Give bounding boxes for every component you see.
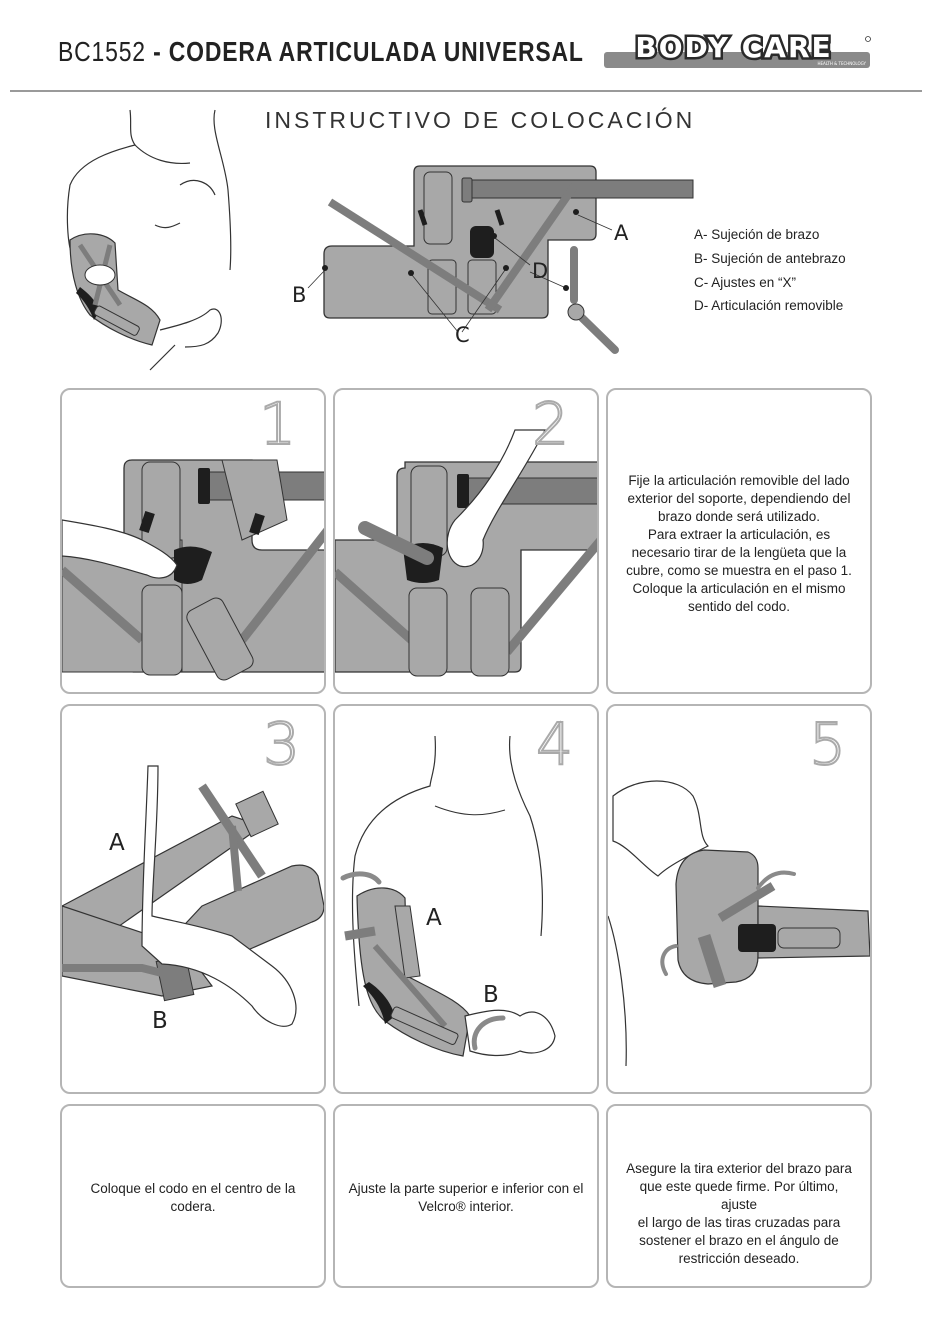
- step-4-instructions: Ajuste la parte superior e inferior con …: [347, 1180, 585, 1216]
- joint-text-line: cubre, como se muestra en el paso 1.: [626, 563, 852, 578]
- joint-text-line: sentido del codo.: [687, 599, 791, 614]
- page-subtitle: INSTRUCTIVO DE COLOCACIÓN: [265, 107, 696, 133]
- step-3-label-b: B: [152, 1008, 168, 1034]
- step-5-text-line: el largo de las tiras cruzadas para: [637, 1215, 841, 1230]
- registered-mark-icon: [865, 36, 871, 42]
- step-5-text-line: restricción deseado.: [678, 1251, 800, 1266]
- step-3-illustration: [62, 765, 324, 1027]
- legend-item-d: D- Articulación removible: [694, 298, 844, 313]
- arrow-lower-icon: [471, 1015, 506, 1051]
- step-4-text-line: Velcro® interior.: [418, 1199, 514, 1214]
- arm-with-brace-illustration: [66, 109, 232, 371]
- header-divider: [10, 90, 922, 92]
- step-number-2: 2: [531, 390, 570, 459]
- joint-text-line: necesario tirar de la lengüeta que la: [631, 545, 847, 560]
- joint-text-line: Fije la articulación removible del lado: [628, 473, 850, 488]
- diagram-label-c: C: [455, 323, 470, 347]
- step-5-text-line: Asegure la tira exterior del brazo para: [626, 1161, 852, 1176]
- legend-item-b: B- Sujeción de antebrazo: [694, 251, 846, 266]
- step-5-text-panel: Asegure la tira exterior del brazo para …: [606, 1104, 872, 1288]
- brand-name: BODY CARE: [635, 32, 832, 64]
- joint-text-line: brazo donde será utilizado.: [657, 509, 821, 524]
- step-5-text-line: sostener el brazo en el ángulo de: [639, 1233, 839, 1248]
- product-name: CODERA ARTICULADA UNIVERSAL: [168, 36, 584, 67]
- step-number-1: 1: [258, 390, 297, 459]
- legend-item-a: A- Sujeción de brazo: [694, 227, 820, 242]
- product-code: BC1552: [58, 36, 146, 67]
- step-5-panel: 5: [606, 704, 872, 1094]
- step-2-illustration: [335, 429, 597, 677]
- step-number-3: 3: [262, 709, 301, 779]
- joint-text-line: Para extraer la articulación, es: [647, 527, 831, 542]
- step-4-label-b: B: [483, 982, 499, 1008]
- joint-instructions-text: Fije la articulación removible del lado …: [620, 472, 858, 616]
- step-4-illustration: [340, 735, 556, 1057]
- step-3-text-line: Coloque el codo en el centro de la: [90, 1181, 296, 1196]
- step-3-panel: 3 A B: [60, 704, 326, 1094]
- step-number-4: 4: [535, 709, 574, 779]
- arrow-wrap-icon: [660, 944, 678, 976]
- step-5-instructions: Asegure la tira exterior del brazo para …: [620, 1160, 858, 1268]
- step-5-illustration: [608, 780, 870, 1067]
- arrow-upper-icon: [340, 871, 382, 885]
- joint-text-line: Coloque la articulación en el mismo: [632, 581, 846, 596]
- joint-text-line: exterior del soporte, dependiendo del: [627, 491, 851, 506]
- title-dash: -: [145, 36, 169, 67]
- step-4-text-line: Ajuste la parte superior e inferior con …: [348, 1181, 584, 1196]
- diagram-label-a: A: [614, 221, 629, 245]
- elbow-brace-shape: [69, 233, 161, 346]
- step-1-illustration: [62, 459, 324, 681]
- joint-hinge: [470, 226, 494, 258]
- brace-parts-diagram: [307, 165, 694, 354]
- diagram-label-d: D: [532, 259, 549, 283]
- step-3-text-panel: Coloque el codo en el centro de la coder…: [60, 1104, 326, 1288]
- arrow-tighten-icon: [756, 870, 796, 890]
- step-4-panel: 4 A B: [333, 704, 599, 1094]
- step-4-text-panel: Ajuste la parte superior e inferior con …: [333, 1104, 599, 1288]
- step-3-label-a: A: [109, 830, 125, 856]
- step-number-5: 5: [808, 709, 847, 779]
- joint-instructions-panel: Fije la articulación removible del lado …: [606, 388, 872, 694]
- step-2-panel: 2: [333, 388, 599, 694]
- document-title: BC1552 - CODERA ARTICULADA UNIVERSAL: [58, 36, 584, 68]
- diagram-label-b: B: [292, 283, 307, 307]
- brand-logo: BODY CARE HEALTH & TECHNOLOGY: [604, 32, 871, 68]
- step-4-label-a: A: [426, 905, 442, 931]
- step-1-panel: 1: [60, 388, 326, 694]
- step-3-instructions: Coloque el codo en el centro de la coder…: [74, 1180, 312, 1216]
- legend-item-c: C- Ajustes en “X”: [694, 275, 797, 290]
- step-3-text-line: codera.: [170, 1199, 216, 1214]
- step-5-text-line: que este quede firme. Por último, ajuste: [639, 1179, 839, 1212]
- brand-tagline: HEALTH & TECHNOLOGY: [817, 61, 866, 66]
